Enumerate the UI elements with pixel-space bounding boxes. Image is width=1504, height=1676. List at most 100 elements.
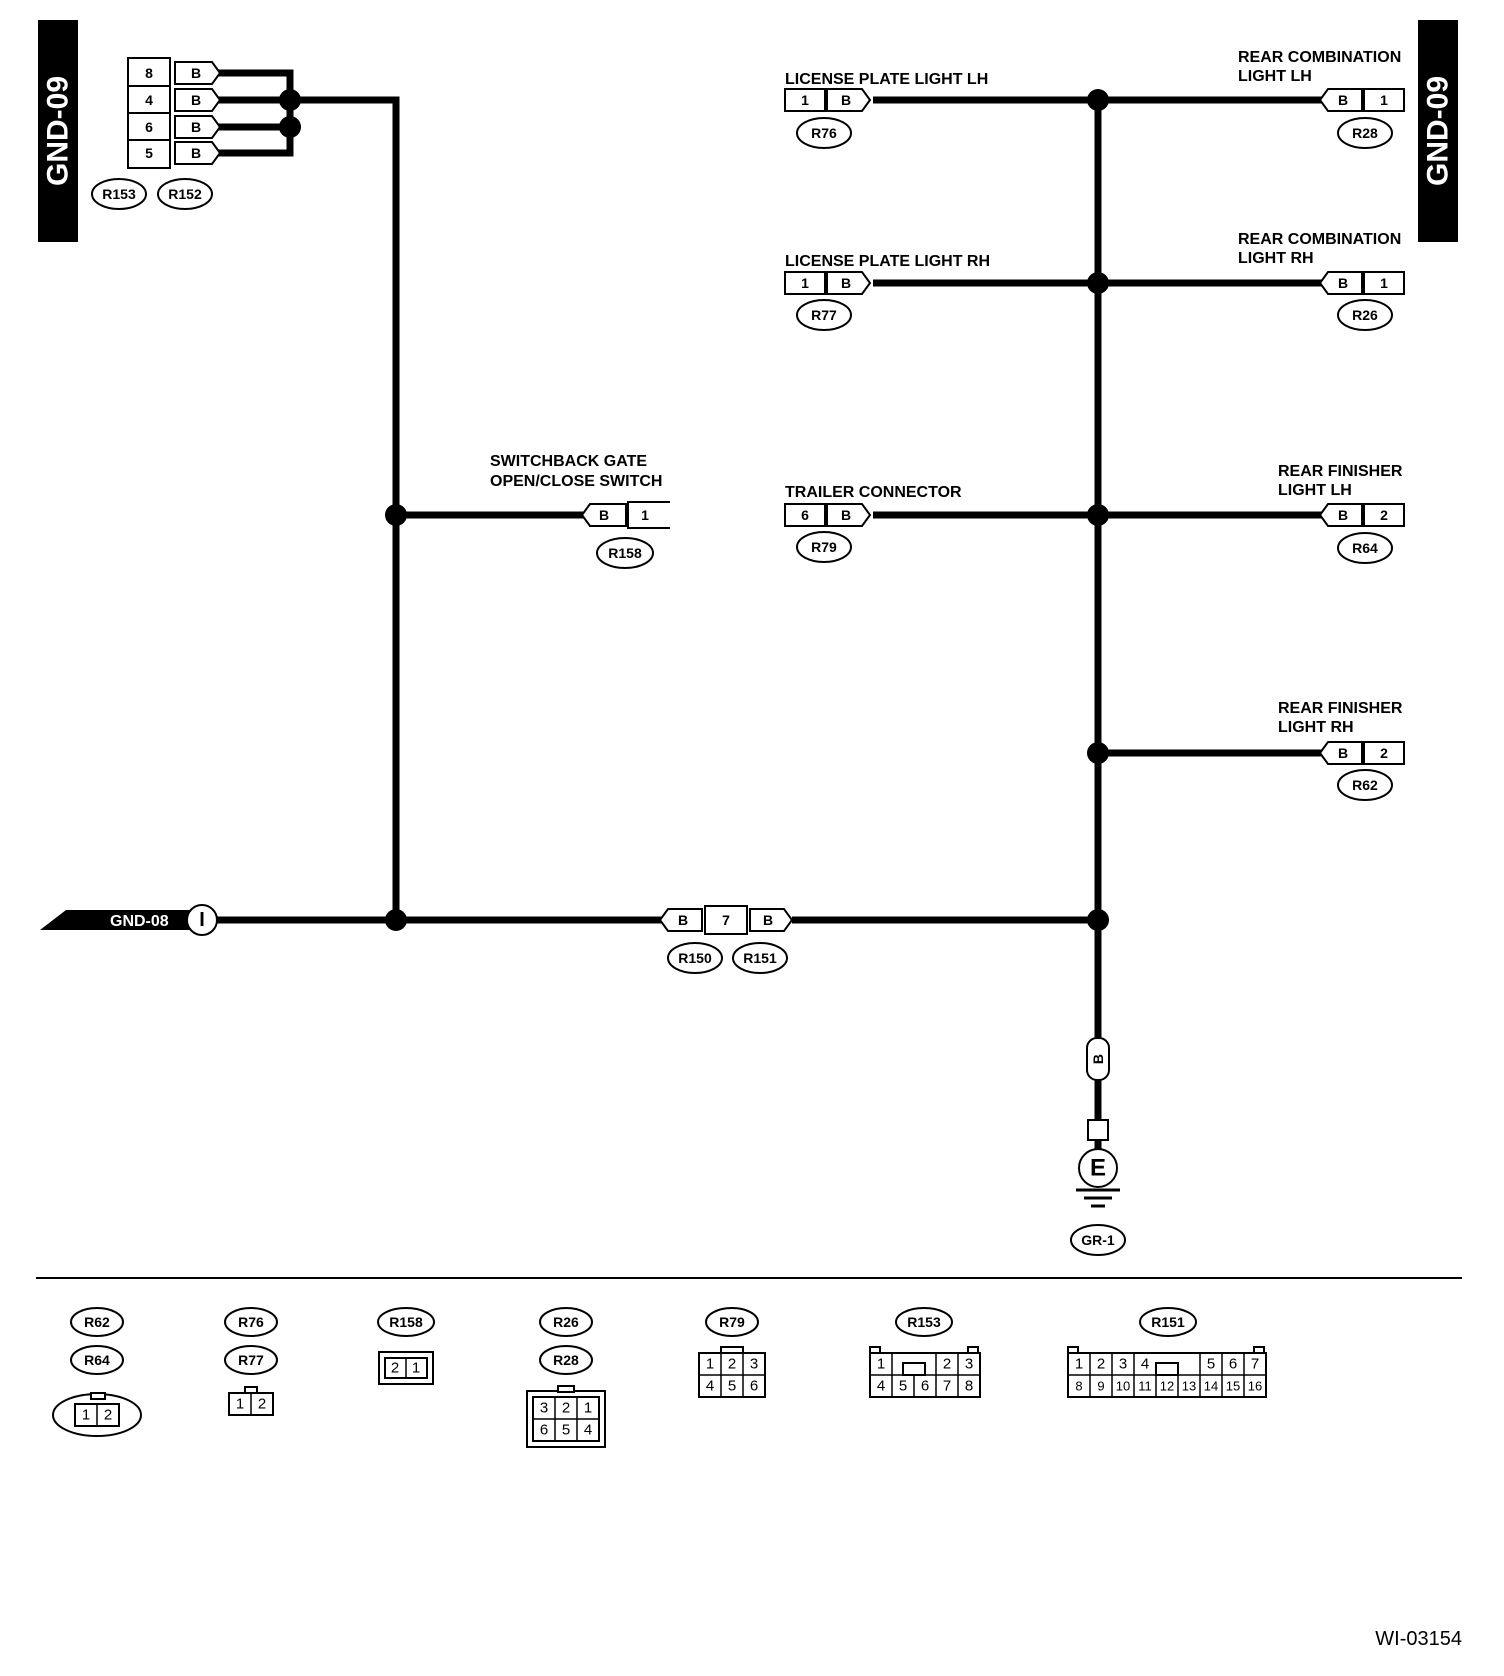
svg-text:R153: R153 [907, 1314, 941, 1330]
svg-text:1: 1 [412, 1360, 420, 1377]
svg-text:3: 3 [1119, 1356, 1127, 1373]
svg-text:R26: R26 [553, 1314, 579, 1330]
legend-r153: R153 1 2 3 4 5 6 7 8 [869, 1307, 981, 1398]
svg-text:LICENSE PLATE LIGHT RH: LICENSE PLATE LIGHT RH [785, 253, 990, 270]
junction-dots [279, 89, 1109, 931]
svg-text:1: 1 [801, 275, 809, 291]
svg-text:2: 2 [562, 1400, 570, 1417]
svg-text:3: 3 [965, 1356, 973, 1373]
svg-text:14: 14 [1204, 1379, 1218, 1394]
svg-text:5: 5 [728, 1378, 736, 1395]
svg-text:3: 3 [750, 1356, 758, 1373]
svg-text:GND-09: GND-09 [1422, 76, 1455, 186]
svg-text:2: 2 [1380, 745, 1388, 761]
svg-text:R150: R150 [678, 950, 712, 966]
connector-r77: LICENSE PLATE LIGHT RH 1 B R77 [784, 253, 990, 331]
svg-text:6: 6 [1229, 1356, 1237, 1373]
legend-r158: R158 2 1 [377, 1307, 435, 1385]
connector-r79: TRAILER CONNECTOR 6 B R79 [784, 484, 962, 563]
svg-text:R77: R77 [238, 1352, 264, 1368]
svg-text:R158: R158 [389, 1314, 423, 1330]
svg-text:1: 1 [236, 1396, 244, 1413]
svg-text:R79: R79 [719, 1314, 745, 1330]
svg-text:10: 10 [1116, 1379, 1130, 1394]
switchback-label-2: OPEN/CLOSE SWITCH [490, 473, 662, 490]
svg-text:B: B [841, 92, 851, 108]
svg-text:2: 2 [258, 1396, 266, 1413]
svg-text:R151: R151 [743, 950, 777, 966]
svg-text:6: 6 [921, 1378, 929, 1395]
connector-r153-r152: 8 4 6 5 B B B B R153 R152 [91, 57, 222, 210]
svg-text:2: 2 [1380, 507, 1388, 523]
svg-text:4: 4 [877, 1378, 885, 1395]
connector-r28: REAR COMBINATION LIGHT LH B 1 R28 [1238, 49, 1405, 149]
svg-text:B: B [191, 65, 201, 81]
svg-text:1: 1 [1380, 275, 1388, 291]
svg-text:B: B [678, 912, 688, 928]
svg-text:LIGHT RH: LIGHT RH [1238, 250, 1314, 267]
svg-text:4: 4 [706, 1378, 714, 1395]
svg-text:1: 1 [641, 507, 649, 523]
svg-text:R62: R62 [1352, 777, 1378, 793]
svg-text:R28: R28 [1352, 125, 1378, 141]
svg-text:9: 9 [1097, 1379, 1104, 1394]
svg-text:1: 1 [82, 1407, 90, 1424]
svg-text:2: 2 [104, 1407, 112, 1424]
connector-r158: SWITCHBACK GATE OPEN/CLOSE SWITCH B 1 R1… [490, 453, 670, 569]
svg-text:6: 6 [801, 507, 809, 523]
connector-r62: REAR FINISHER LIGHT RH B 2 R62 [1278, 700, 1405, 801]
svg-text:13: 13 [1182, 1379, 1196, 1394]
legend-r151: R151 1 2 3 4 5 6 7 8 9 10 11 12 13 14 15… [1067, 1307, 1267, 1398]
svg-text:LIGHT LH: LIGHT LH [1278, 482, 1352, 499]
svg-text:R79: R79 [811, 539, 837, 555]
svg-text:1: 1 [584, 1400, 592, 1417]
legend-r79: R79 1 2 3 4 5 6 [698, 1307, 766, 1398]
svg-text:B: B [1338, 745, 1348, 761]
svg-text:REAR FINISHER: REAR FINISHER [1278, 463, 1403, 480]
connector-r150-r151: B 7 B R150 R151 [658, 905, 794, 974]
svg-text:E: E [1090, 1155, 1106, 1182]
svg-text:4: 4 [584, 1422, 592, 1439]
svg-text:1: 1 [706, 1356, 714, 1373]
svg-text:2: 2 [943, 1356, 951, 1373]
svg-text:4: 4 [1141, 1356, 1149, 1373]
svg-text:R158: R158 [608, 545, 642, 561]
svg-text:B: B [191, 145, 201, 161]
svg-text:5: 5 [899, 1378, 907, 1395]
reference-number: WI-03154 [1375, 1628, 1462, 1650]
svg-text:5: 5 [562, 1422, 570, 1439]
svg-text:LIGHT LH: LIGHT LH [1238, 68, 1312, 85]
id-r152: R152 [168, 186, 202, 202]
svg-text:6: 6 [540, 1422, 548, 1439]
svg-text:5: 5 [1207, 1356, 1215, 1373]
svg-text:REAR COMBINATION: REAR COMBINATION [1238, 231, 1401, 248]
svg-text:R77: R77 [811, 307, 837, 323]
svg-text:1: 1 [1075, 1356, 1083, 1373]
svg-text:R76: R76 [811, 125, 837, 141]
svg-text:TRAILER CONNECTOR: TRAILER CONNECTOR [785, 484, 962, 501]
svg-text:LIGHT RH: LIGHT RH [1278, 719, 1354, 736]
svg-text:R26: R26 [1352, 307, 1378, 323]
svg-text:B: B [1338, 92, 1348, 108]
legend-r76-r77: R76 R77 1 2 [224, 1307, 278, 1416]
svg-text:15: 15 [1226, 1379, 1240, 1394]
svg-text:R28: R28 [553, 1352, 579, 1368]
svg-text:1: 1 [801, 92, 809, 108]
svg-text:R62: R62 [84, 1314, 110, 1330]
svg-text:REAR COMBINATION: REAR COMBINATION [1238, 49, 1401, 66]
svg-text:B: B [191, 92, 201, 108]
legend-r26-r28: R26 R28 3 2 1 6 5 4 [526, 1307, 606, 1448]
svg-text:1: 1 [877, 1356, 885, 1373]
id-r153: R153 [102, 186, 136, 202]
svg-text:2: 2 [728, 1356, 736, 1373]
svg-text:B: B [1090, 1054, 1106, 1064]
connector-r64: REAR FINISHER LIGHT LH B 2 R64 [1278, 463, 1405, 564]
svg-text:R76: R76 [238, 1314, 264, 1330]
svg-text:LICENSE PLATE LIGHT LH: LICENSE PLATE LIGHT LH [785, 71, 988, 88]
svg-text:B: B [841, 507, 851, 523]
svg-text:B: B [191, 119, 201, 135]
connector-r26: REAR COMBINATION LIGHT RH B 1 R26 [1238, 231, 1405, 331]
svg-text:3: 3 [540, 1400, 548, 1417]
svg-text:12: 12 [1160, 1379, 1174, 1394]
svg-text:6: 6 [750, 1378, 758, 1395]
